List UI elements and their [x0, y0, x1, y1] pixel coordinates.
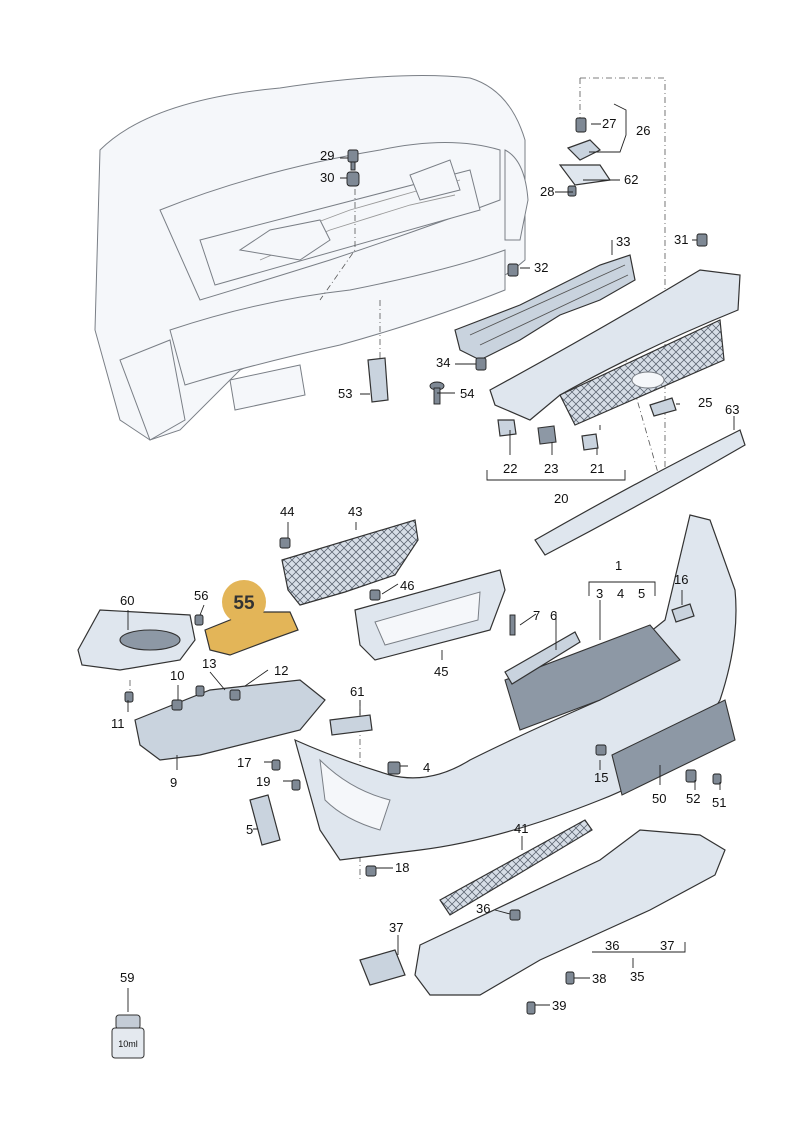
callout-17: 17	[237, 755, 251, 770]
highlighted-part-55: 55	[204, 580, 299, 656]
callout-39: 39	[552, 998, 566, 1013]
small-hardware	[124, 603, 722, 877]
callout-18: 18	[395, 860, 409, 875]
callout-63: 63	[725, 402, 739, 417]
svg-text:10ml: 10ml	[118, 1039, 138, 1049]
screws-29-30	[346, 149, 360, 187]
bolt-54	[429, 381, 445, 405]
callout-61: 61	[350, 684, 364, 699]
callout-23: 23	[544, 461, 558, 476]
callout-4: 4	[617, 586, 624, 601]
callout-53: 53	[338, 386, 352, 401]
callout-20: 20	[554, 491, 568, 506]
callout-21: 21	[590, 461, 604, 476]
callout-1: 1	[615, 558, 622, 573]
bolt-32	[507, 263, 519, 277]
callout-37b: 37	[660, 938, 674, 953]
callout-27: 27	[602, 116, 616, 131]
callout-32: 32	[534, 260, 548, 275]
callout-9: 9	[170, 775, 177, 790]
callout-38: 38	[592, 971, 606, 986]
vehicle-rear-body	[94, 75, 529, 441]
callout-29: 29	[320, 148, 334, 163]
callout-15: 15	[594, 770, 608, 785]
callout-31: 31	[674, 232, 688, 247]
callout-11: 11	[111, 716, 125, 731]
rear-panel-upper	[489, 269, 741, 426]
license-plate-holder-50	[611, 699, 736, 796]
bracket-53	[367, 357, 389, 403]
callout-37: 37	[389, 920, 403, 935]
callout-36: 36	[476, 901, 490, 916]
clips-21-22-23-25	[497, 397, 677, 451]
callout-5b: 5	[246, 822, 253, 837]
clip-46	[369, 589, 381, 601]
callout-45: 45	[434, 664, 448, 679]
callout-60: 60	[120, 593, 134, 608]
callout-16: 16	[674, 572, 688, 587]
callout-44: 44	[280, 504, 294, 519]
callout-54: 54	[460, 386, 474, 401]
callout-43: 43	[348, 504, 362, 519]
adhesive-bottle-59: 10ml	[111, 1014, 145, 1059]
svg-text:55: 55	[233, 593, 255, 614]
callout-26: 26	[636, 123, 650, 138]
reflector-61	[329, 714, 373, 736]
callout-51: 51	[712, 795, 726, 810]
callout-28: 28	[540, 184, 554, 199]
callout-12: 12	[274, 663, 288, 678]
callout-19: 19	[256, 774, 270, 789]
callout-25: 25	[698, 395, 712, 410]
grille-43	[281, 519, 419, 606]
callout-3: 3	[596, 586, 603, 601]
callout-labels: 27 26 29 30 62 28 31 33 32 34 54 53 25 6…	[111, 116, 739, 1013]
bolt-31	[696, 233, 708, 247]
callout-34: 34	[436, 355, 450, 370]
exhaust-tip-60	[77, 609, 196, 671]
leader-lines	[127, 103, 735, 1012]
bolt-44	[279, 537, 291, 549]
trim-strip-63	[534, 429, 746, 556]
callout-30: 30	[320, 170, 334, 185]
callout-33: 33	[616, 234, 630, 249]
callout-7: 7	[533, 608, 540, 623]
callout-36b: 36	[605, 938, 619, 953]
diffuser-35	[359, 829, 726, 1015]
callout-52: 52	[686, 791, 700, 806]
callout-22: 22	[503, 461, 517, 476]
lower-grille-41	[439, 819, 593, 916]
callout-6: 6	[550, 608, 557, 623]
callout-56: 56	[194, 588, 208, 603]
callout-62: 62	[624, 172, 638, 187]
callout-50: 50	[652, 791, 666, 806]
callout-41: 41	[514, 821, 528, 836]
callout-35: 35	[630, 969, 644, 984]
side-bracket-9	[134, 679, 326, 761]
callout-46: 46	[400, 578, 414, 593]
callout-10: 10	[170, 668, 184, 683]
callout-5: 5	[638, 586, 645, 601]
callout-4b: 4	[423, 760, 430, 775]
bolt-34	[475, 357, 487, 371]
callout-59: 59	[120, 970, 134, 985]
callout-13: 13	[202, 656, 216, 671]
